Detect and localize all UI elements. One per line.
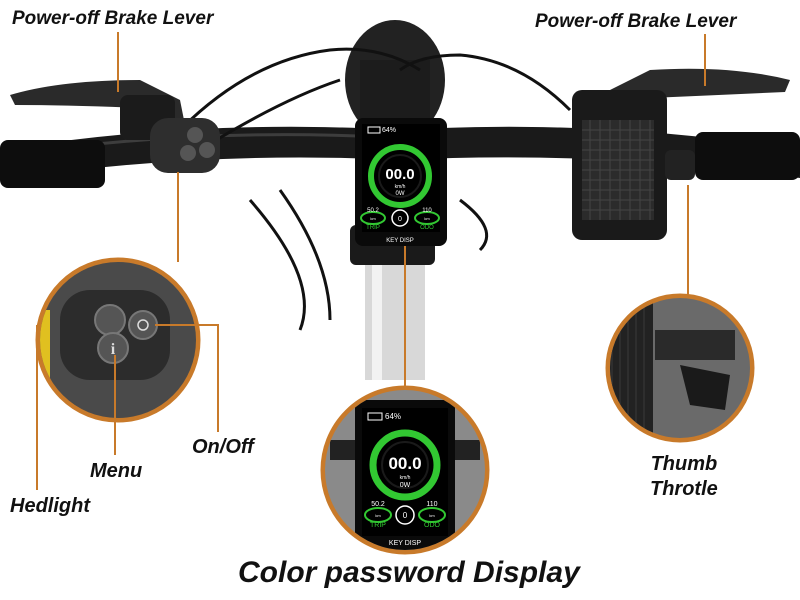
display-main-speed: 00.0	[385, 166, 414, 183]
display-main-brand: KEY DISP	[386, 238, 414, 244]
display-main-trip-value: 50.2	[367, 208, 379, 214]
label-headlight: Hedlight	[10, 495, 90, 517]
caption: Color password Display	[238, 556, 580, 589]
display-zoom-odo-value: 110	[426, 501, 437, 508]
display-main-odo-value: 110	[422, 208, 432, 214]
zoom-display	[320, 385, 490, 555]
display-main-trip-label: TRIP	[366, 225, 380, 231]
zoom-buttons: i	[35, 257, 201, 423]
display-zoom-speed-unit: km/h	[400, 475, 411, 481]
svg-text:i: i	[111, 341, 116, 358]
label-thumb-line2: Throtle	[650, 478, 718, 500]
display-zoom-trip-value: 50.2	[371, 501, 385, 508]
display-main-battery: 64%	[382, 127, 396, 134]
display-main-odo-label: ODO	[420, 225, 434, 231]
label-brake-lever-right: Power-off Brake Lever	[535, 11, 737, 32]
label-brake-lever-left: Power-off Brake Lever	[12, 8, 214, 29]
display-main-speed-unit: km/h	[395, 184, 406, 190]
display-zoom-trip-label: TRIP	[370, 522, 386, 529]
label-thumb-throttle: Thumb Throtle	[650, 452, 718, 502]
display-main	[355, 118, 447, 246]
callout-onoff	[155, 324, 219, 432]
display-main-assist: 0	[398, 216, 402, 223]
label-on-off: On/Off	[192, 436, 254, 458]
display-zoom-power: 0W	[400, 482, 411, 489]
zoom-throttle	[605, 293, 755, 443]
button-pod	[150, 118, 220, 173]
label-thumb-line1: Thumb	[650, 453, 718, 475]
display-zoom-odo-label: ODO	[424, 522, 441, 529]
thumb-throttle	[572, 90, 695, 240]
display-zoom-speed: 00.0	[388, 454, 421, 473]
display-zoom-trip-unit: km	[375, 513, 381, 518]
display-zoom-brand: KEY DISP	[389, 540, 421, 547]
display-zoom-assist: 0	[403, 511, 408, 520]
display-zoom-odo-unit: km	[429, 513, 435, 518]
brake-lever-right	[605, 68, 790, 110]
display-zoom-battery: 64%	[385, 412, 401, 421]
callout-lines	[36, 32, 706, 490]
display-main-power: 0W	[396, 191, 405, 197]
display-main-trip-unit: km	[370, 216, 376, 221]
display-main-odo-unit: km	[424, 216, 430, 221]
label-menu: Menu	[90, 460, 143, 482]
